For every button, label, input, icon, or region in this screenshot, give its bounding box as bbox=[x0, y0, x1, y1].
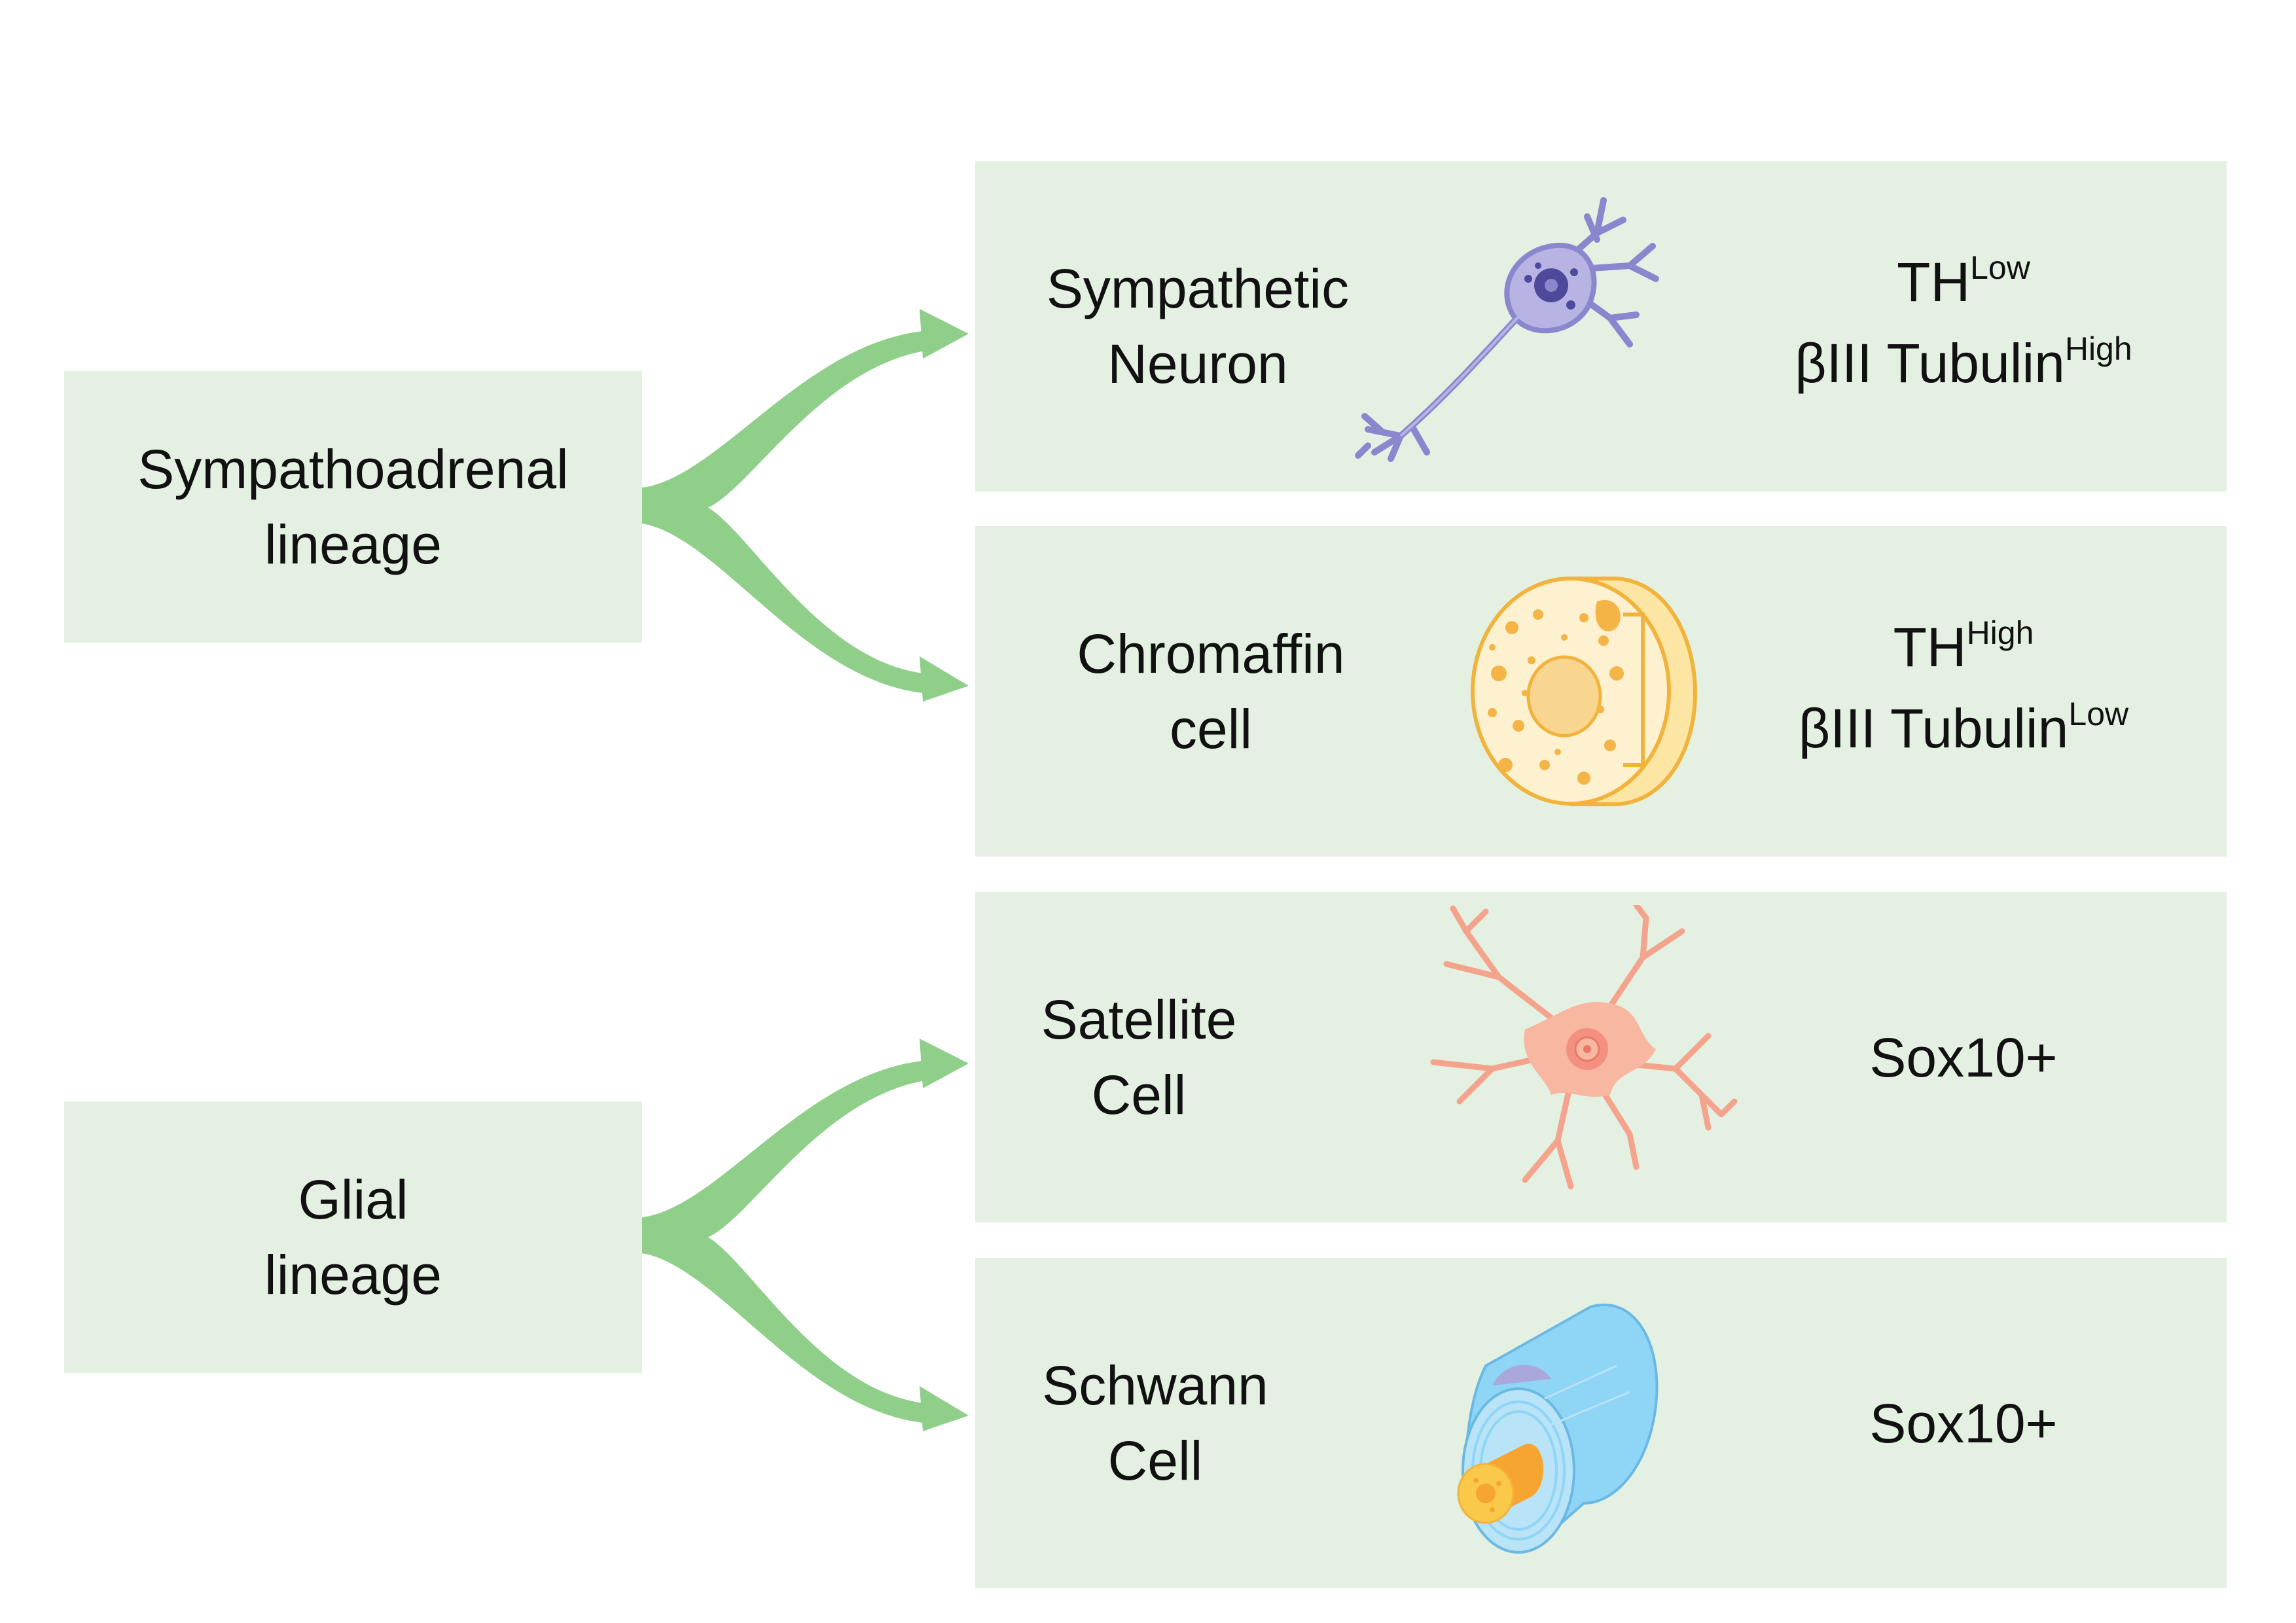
marker-line-1: Sox10+ bbox=[1869, 1026, 2058, 1088]
marker-expression: THLow βIII TubulinHigh bbox=[1748, 161, 2179, 491]
neuron-icon bbox=[1355, 197, 1659, 462]
arrowhead-chromaffin bbox=[920, 656, 969, 702]
glial-lineage-box: Glial lineage bbox=[64, 1101, 642, 1373]
cell-name: Schwann Cell bbox=[1028, 1258, 1283, 1588]
cell-name-line2: Neuron bbox=[1107, 332, 1288, 395]
satellite-cell-icon bbox=[1430, 905, 1738, 1190]
marker-expression: THHigh βIII TubulinLow bbox=[1748, 526, 2179, 857]
sympathoadrenal-lineage-box: Sympathoadrenal lineage bbox=[64, 371, 642, 643]
lineage-label-line2: lineage bbox=[264, 513, 442, 575]
cell-name: Chromaffin cell bbox=[1028, 526, 1394, 857]
marker-line-2: βIII TubulinLow bbox=[1798, 695, 2129, 759]
marker-line-1: THLow bbox=[1897, 249, 2030, 313]
cell-name-line2: cell bbox=[1169, 698, 1253, 760]
arrowhead-neuron bbox=[920, 309, 969, 359]
cell-name: Satellite Cell bbox=[1028, 892, 1250, 1222]
arrowhead-schwann bbox=[920, 1386, 969, 1431]
marker-line-1: THHigh bbox=[1893, 614, 2034, 678]
marker-expression: Sox10+ bbox=[1748, 892, 2179, 1222]
marker-line-1: Sox10+ bbox=[1869, 1392, 2058, 1454]
lineage-label-line1: Glial bbox=[298, 1168, 408, 1230]
satellite-cell-row: Satellite Cell Sox10+ bbox=[975, 892, 2227, 1222]
marker-expression: Sox10+ bbox=[1748, 1258, 2179, 1588]
schwann-cell-row: Schwann Cell Sox10+ bbox=[975, 1258, 2227, 1588]
cell-name-line2: Cell bbox=[1107, 1429, 1203, 1491]
cell-name-line1: Satellite bbox=[1041, 988, 1237, 1050]
lineage-label-line1: Sympathoadrenal bbox=[137, 438, 569, 500]
arrow-to-schwann-cell bbox=[642, 1217, 929, 1423]
chromaffin-cell-icon bbox=[1471, 577, 1698, 806]
cell-name-line2: Cell bbox=[1091, 1063, 1187, 1126]
sympathetic-neuron-row: Sympathetic Neuron THLow βIII TubulinHig… bbox=[975, 161, 2227, 491]
arrow-to-satellite-cell bbox=[642, 1060, 929, 1253]
cell-name-line1: Chromaffin bbox=[1077, 622, 1345, 685]
cell-name: Sympathetic Neuron bbox=[1028, 161, 1368, 491]
chromaffin-cell-row: Chromaffin cell THHigh βIII TubulinLow bbox=[975, 526, 2227, 857]
marker-line-2: βIII TubulinHigh bbox=[1795, 330, 2132, 394]
schwann-cell-icon bbox=[1457, 1304, 1659, 1554]
cell-name-line1: Schwann bbox=[1042, 1354, 1268, 1416]
cell-name-line1: Sympathetic bbox=[1046, 257, 1350, 319]
arrow-to-chromaffin-cell bbox=[642, 488, 929, 694]
lineage-label-line2: lineage bbox=[264, 1243, 442, 1306]
arrow-to-sympathetic-neuron bbox=[642, 330, 929, 524]
arrowhead-satellite bbox=[920, 1039, 969, 1088]
